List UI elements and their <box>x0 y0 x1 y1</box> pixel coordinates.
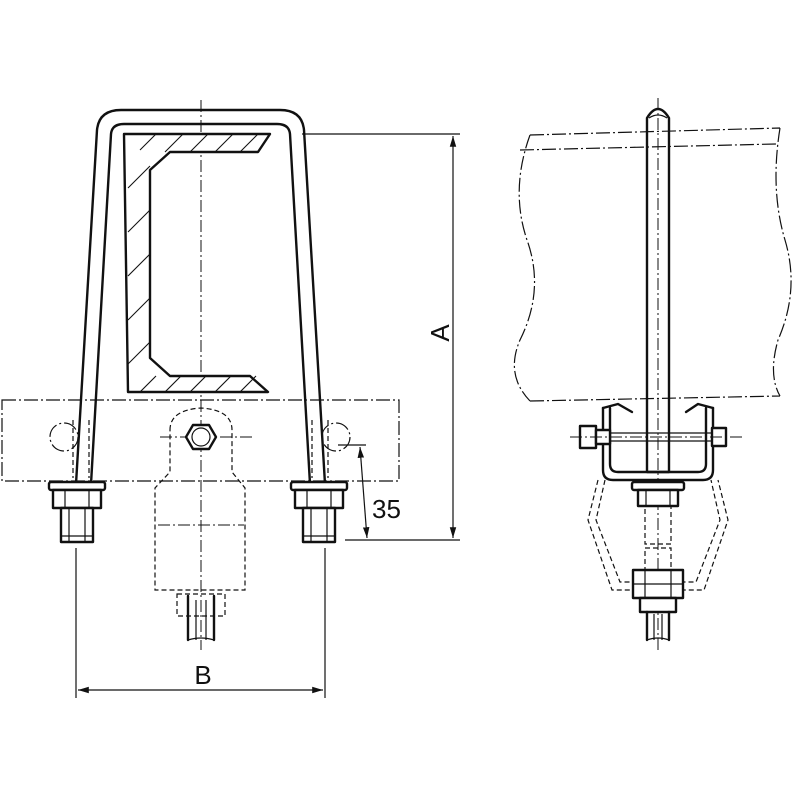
left-hole-phantom <box>49 422 79 452</box>
right-nut <box>289 480 349 544</box>
dimension-b: B <box>75 548 326 698</box>
hanger-bracket <box>154 407 255 642</box>
dimension-a-label: A <box>425 324 455 342</box>
dimension-b-label: B <box>194 660 211 690</box>
right-hole-phantom <box>321 422 351 452</box>
channel-section <box>122 132 272 394</box>
center-nut <box>184 423 218 451</box>
u-bolt-inner <box>89 122 312 486</box>
dimension-35: 35 <box>338 444 401 539</box>
side-view <box>513 98 792 650</box>
front-view: A 35 B <box>1 100 460 698</box>
side-clip <box>570 402 745 482</box>
side-lower-nut <box>631 568 685 642</box>
side-nut <box>630 480 686 571</box>
u-bolt-outer <box>74 108 327 486</box>
dimension-35-label: 35 <box>372 494 401 524</box>
dimension-a: A <box>302 133 460 541</box>
side-beam-phantom <box>513 127 792 402</box>
side-rod <box>645 107 671 474</box>
left-nut <box>47 480 107 544</box>
